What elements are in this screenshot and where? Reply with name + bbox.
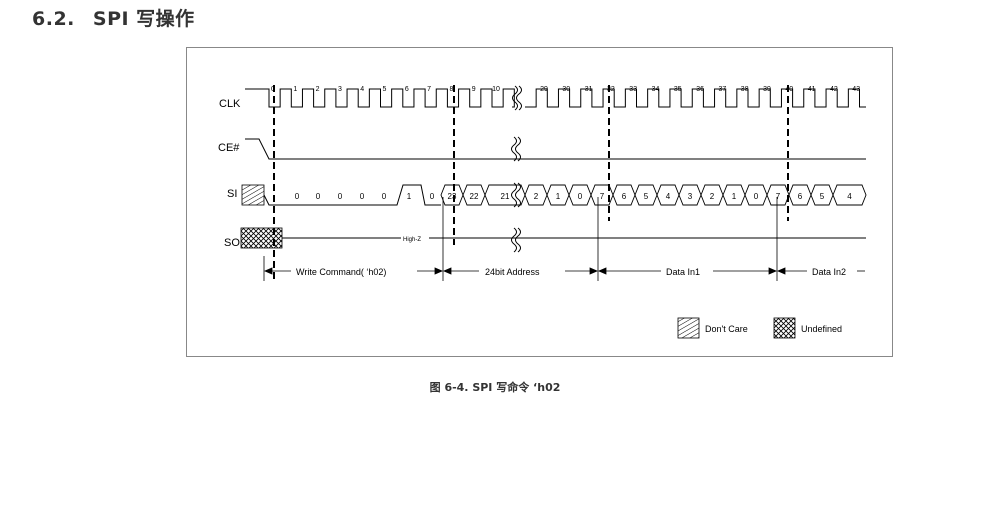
si-bit-label: 1	[732, 192, 737, 201]
si-bit-label: 0	[754, 192, 759, 201]
clk-label: 36	[696, 86, 704, 93]
clk-label: 29	[540, 86, 548, 93]
si-bit-label: 0	[382, 192, 387, 201]
si-bit-label: 6	[622, 192, 627, 201]
clk-label: 1	[293, 86, 297, 93]
timing-diagram: CLK CE# SI SO 01234567891029303132333435…	[186, 47, 893, 357]
signal-label-clk: CLK	[219, 98, 241, 110]
si-bit-label: 0	[295, 192, 300, 201]
si-bit-label: 0	[430, 192, 435, 201]
clk-label: 10	[492, 86, 500, 93]
si-waveform	[263, 184, 441, 206]
clk-label: 8	[449, 86, 453, 93]
phase-arrows	[263, 267, 865, 275]
clk-label: 41	[808, 86, 816, 93]
signal-label-ce: CE#	[218, 142, 240, 154]
clk-label: 42	[830, 86, 838, 93]
si-data-cell	[832, 184, 867, 206]
section-title: 6.2. SPI 写操作	[32, 4, 195, 31]
clk-label: 38	[741, 86, 749, 93]
si-bit-label: 4	[666, 192, 671, 201]
section-heading: SPI 写操作	[92, 8, 195, 30]
si-bit-label: 5	[644, 192, 649, 201]
si-bit-label: 0	[338, 192, 343, 201]
clk-label: 34	[652, 86, 660, 93]
clk-label: 37	[719, 86, 727, 93]
si-bit-label: 2	[710, 192, 715, 201]
phase-boundary-lines	[263, 197, 778, 281]
clk-label: 9	[472, 86, 476, 93]
legend-dont-care-swatch	[677, 317, 700, 339]
clk-label: 35	[674, 86, 682, 93]
si-bit-label: 0	[316, 192, 321, 201]
clk-label: 2	[316, 86, 320, 93]
si-bit-label: 22	[470, 192, 479, 201]
si-bit-label: 1	[407, 192, 412, 201]
phase-label-data-in2: Data In2	[812, 267, 846, 277]
si-bit-label: 7	[600, 192, 605, 201]
clk-label: 33	[629, 86, 637, 93]
clk-waveform	[245, 88, 866, 108]
si-bit-label: 7	[776, 192, 781, 201]
si-bit-label: 4	[847, 192, 852, 201]
so-high-z-label: High-Z	[403, 237, 421, 243]
legend-undefined-label: Undefined	[801, 324, 842, 334]
figure-caption: 图 6-4. SPI 写命令 ‘h02	[429, 381, 561, 394]
si-bit-label: 1	[556, 192, 561, 201]
clk-label: 43	[852, 86, 860, 93]
si-bit-label: 0	[578, 192, 583, 201]
si-bit-label: 0	[360, 192, 365, 201]
si-dont-care-region	[241, 184, 265, 206]
si-bit-label: 3	[688, 192, 693, 201]
clk-label: 31	[585, 86, 593, 93]
ce-waveform	[245, 138, 866, 160]
clk-label: 5	[383, 86, 387, 93]
clock-edge-markers	[273, 85, 789, 279]
si-bit-label: 21	[501, 192, 510, 201]
si-bit-label: 2	[534, 192, 539, 201]
clk-label: 7	[427, 86, 431, 93]
clk-label: 32	[607, 86, 615, 93]
legend-undefined-swatch	[773, 317, 796, 339]
si-bit-label: 5	[820, 192, 825, 201]
break-symbols	[511, 85, 522, 253]
si-bit-label: 23	[448, 192, 457, 201]
timing-diagram-svg: CLK CE# SI SO 01234567891029303132333435…	[218, 85, 867, 339]
phase-label-data-in1: Data In1	[666, 267, 700, 277]
signal-label-so: SO	[224, 237, 240, 249]
clk-label: 30	[562, 86, 570, 93]
signal-label-si: SI	[227, 188, 237, 200]
section-number: 6.2.	[32, 8, 75, 30]
clk-label: 3	[338, 86, 342, 93]
so-undefined-region	[240, 227, 283, 249]
phase-label-write-command: Write Command( ‘h02)	[296, 267, 386, 277]
phase-label-address: 24bit Address	[485, 267, 540, 277]
clk-label: 6	[405, 86, 409, 93]
clk-label: 40	[785, 86, 793, 93]
si-cell-group	[440, 184, 867, 206]
legend-dont-care-label: Don't Care	[705, 324, 748, 334]
clk-label-group: 0123456789102930313233343536373839404142…	[271, 86, 860, 93]
clk-label: 4	[360, 86, 364, 93]
si-bit-label: 6	[798, 192, 803, 201]
clk-label: 39	[763, 86, 771, 93]
